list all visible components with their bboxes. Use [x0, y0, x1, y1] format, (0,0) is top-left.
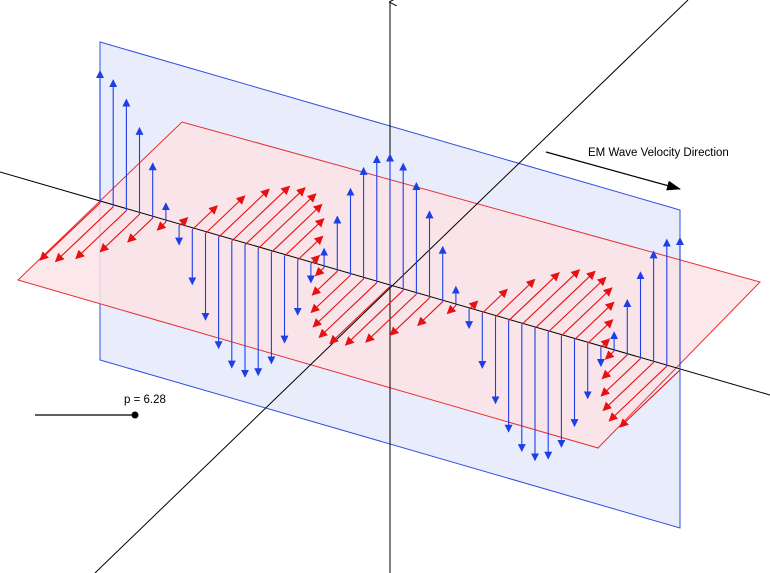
electric-vector	[344, 289, 404, 346]
electric-vector	[608, 365, 668, 422]
electric-vector	[257, 193, 317, 249]
electric-vector	[312, 278, 364, 328]
electric-vector	[561, 287, 613, 337]
electric-vector	[205, 195, 246, 234]
electric-vector	[314, 266, 325, 277]
electric-vector	[574, 301, 615, 340]
electric-vector	[604, 350, 615, 360]
electric-vector	[244, 187, 306, 246]
electric-vector	[417, 301, 444, 327]
electric-vector	[602, 362, 654, 412]
velocity-arrow	[545, 151, 681, 191]
electric-vector	[468, 300, 479, 310]
slider-handle[interactable]	[131, 411, 139, 419]
electric-vector	[619, 369, 681, 428]
electric-vector	[284, 218, 325, 257]
electric-vector	[127, 217, 154, 243]
electric-vector	[297, 235, 324, 261]
electric-vector	[600, 358, 641, 397]
electric-vector	[271, 203, 323, 253]
electric-vector	[318, 282, 378, 339]
slider-label: p = 6.28	[124, 394, 166, 406]
electric-vector	[310, 254, 321, 265]
electric-vector	[389, 297, 430, 336]
electric-field-vectors	[39, 185, 681, 428]
electric-vector	[329, 286, 391, 345]
electric-vector	[156, 221, 167, 231]
electric-vector	[600, 338, 611, 348]
electric-vector	[547, 276, 607, 333]
x-axis	[94, 0, 689, 573]
velocity-label: EM Wave Velocity Direction	[588, 147, 729, 159]
electric-vector	[99, 214, 140, 253]
electric-vector	[365, 293, 417, 343]
electric-vector	[587, 319, 614, 344]
magnetic-field-vectors	[96, 70, 684, 462]
electric-vector	[191, 205, 218, 230]
electric-vector	[54, 206, 114, 263]
electric-vector	[508, 272, 560, 322]
electric-vector	[601, 354, 628, 380]
electric-vector	[218, 188, 270, 238]
electric-vector	[534, 270, 596, 329]
electric-vector	[481, 288, 508, 314]
electric-vector	[75, 210, 127, 260]
electric-vector	[310, 274, 351, 314]
electric-vector	[521, 269, 581, 325]
electric-vector	[39, 202, 101, 261]
electric-vector	[231, 185, 291, 242]
electric-vector	[446, 304, 457, 315]
electric-vector	[311, 270, 338, 296]
electric-vector	[178, 217, 189, 227]
y-axis	[0, 171, 770, 396]
electric-vector	[495, 278, 536, 318]
